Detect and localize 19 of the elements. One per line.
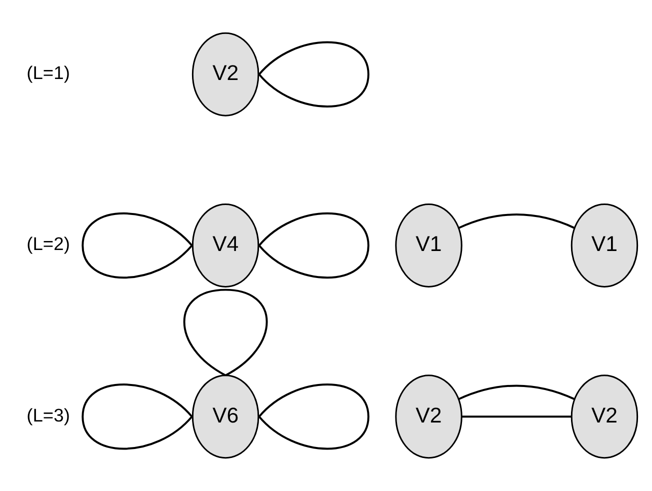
node-ellipse: V2: [395, 374, 462, 459]
connector: [258, 384, 370, 450]
node-ellipse: V6: [192, 374, 260, 459]
connector: [258, 212, 370, 279]
connector: [258, 41, 370, 108]
label: (L=1): [26, 62, 70, 84]
connector: [82, 212, 193, 279]
label: (L=3): [26, 404, 70, 426]
node-ellipse: V2: [192, 32, 260, 116]
connector: [458, 214, 575, 229]
connector: [462, 416, 572, 418]
connector: [458, 384, 575, 400]
connector: [183, 288, 268, 376]
node-ellipse: V4: [192, 203, 260, 288]
label: (L=2): [26, 233, 70, 254]
node-ellipse: V2: [570, 374, 638, 459]
node-ellipse: V1: [395, 203, 462, 288]
connector: [82, 384, 193, 450]
node-ellipse: V1: [570, 203, 638, 288]
